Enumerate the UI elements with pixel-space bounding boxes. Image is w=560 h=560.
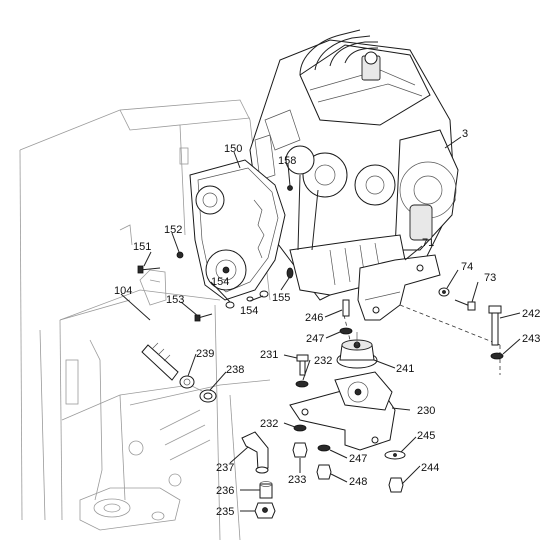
label-152: 152 [164, 224, 182, 236]
label-243: 243 [522, 333, 540, 345]
label-3: 3 [462, 128, 468, 140]
engine-mount-bracket-71 [357, 254, 441, 321]
label-247-b: 247 [349, 453, 367, 465]
label-237: 237 [216, 462, 234, 474]
part-labels: 3 71 73 74 104 150 151 152 153 154 154 1… [114, 128, 540, 518]
label-154-a: 154 [211, 276, 229, 288]
hose-fittings [141, 342, 276, 519]
label-241: 241 [396, 363, 414, 375]
label-154-b: 154 [240, 305, 258, 317]
label-230: 230 [417, 405, 435, 417]
label-73: 73 [484, 272, 496, 284]
label-236: 236 [216, 485, 234, 497]
label-232-b: 232 [260, 418, 278, 430]
label-71: 71 [422, 237, 434, 249]
label-248: 248 [349, 476, 367, 488]
mount-rubber-241 [336, 332, 378, 369]
label-235: 235 [216, 506, 234, 518]
label-231: 231 [260, 349, 278, 361]
label-153: 153 [166, 294, 184, 306]
label-247-a: 247 [306, 333, 324, 345]
engine-assembly [249, 29, 459, 301]
label-74: 74 [461, 261, 473, 273]
label-242: 242 [522, 308, 540, 320]
belt-guard [189, 159, 286, 301]
chassis-frame [19, 99, 271, 541]
label-238: 238 [226, 364, 244, 376]
label-232-a: 232 [314, 355, 332, 367]
label-233: 233 [288, 474, 306, 486]
label-150: 150 [224, 143, 242, 155]
label-104: 104 [114, 285, 132, 297]
label-158: 158 [278, 155, 296, 167]
label-244: 244 [421, 462, 439, 474]
label-246: 246 [305, 312, 323, 324]
mount-bracket-230 [289, 371, 396, 451]
label-239: 239 [196, 348, 214, 360]
leader-lines [120, 136, 521, 512]
label-151: 151 [133, 241, 151, 253]
label-155: 155 [272, 292, 290, 304]
label-245: 245 [417, 430, 435, 442]
